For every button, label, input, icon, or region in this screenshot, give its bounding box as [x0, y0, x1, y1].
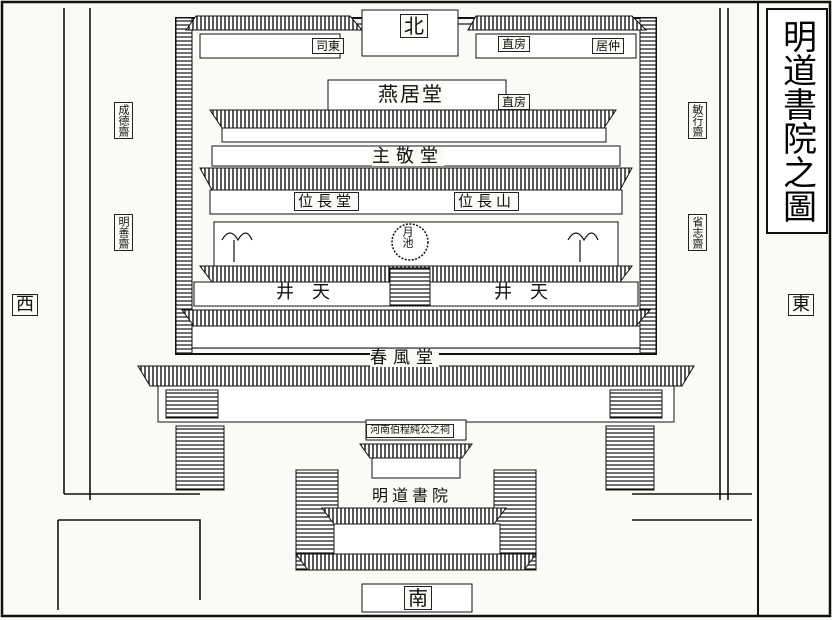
west-label: 西	[12, 294, 38, 316]
courtyard-left-label: 井天	[276, 282, 348, 303]
yanju-roof	[209, 109, 617, 129]
moon-pool-label: 月池	[401, 226, 414, 248]
wall-lines	[57, 8, 752, 610]
sidong-room-label: 司東	[312, 38, 345, 54]
zhujing-roof	[199, 167, 633, 191]
tree-right-icon	[567, 232, 599, 262]
east-label: 東	[788, 294, 814, 316]
ne-roof	[467, 15, 648, 31]
zhifang-bottom-label: 直房	[498, 94, 531, 110]
moon-pool-icon	[391, 223, 429, 261]
north-label: 北	[400, 14, 428, 38]
chengde-studio-label: 成德齋	[114, 102, 133, 139]
map-title: 明道書院之圖	[766, 8, 828, 234]
mingdao-academy-label: 明道書院	[372, 486, 453, 505]
tree-left-icon	[221, 232, 253, 262]
mingshan-studio-label: 明善齋	[114, 214, 133, 251]
gate-roof	[295, 553, 537, 571]
wei-zhang-tang-label: 位長堂	[294, 192, 360, 211]
ju-room-label: 居仲	[592, 38, 625, 54]
chunfeng-roof	[137, 365, 695, 387]
minxing-studio-label: 敏行齋	[688, 102, 707, 139]
shrine-label: 河南伯程純公之祠	[366, 424, 454, 438]
nw-roof	[185, 15, 364, 31]
shrine-roof	[359, 443, 473, 459]
mingdao-roof	[321, 507, 507, 525]
wei-zhang-shan-label: 位長山	[454, 192, 520, 211]
yanju-hall-label: 燕居堂	[378, 82, 444, 106]
xingzhi-studio-label: 省志齋	[688, 214, 707, 251]
zhifang-top-label: 直房	[498, 36, 531, 52]
courtyard-right-label: 井天	[494, 282, 566, 303]
chunfeng-hall-label: 春風堂	[370, 348, 439, 368]
zhujing-hall-label: 主敬堂	[372, 146, 444, 167]
south-label: 南	[404, 586, 432, 610]
